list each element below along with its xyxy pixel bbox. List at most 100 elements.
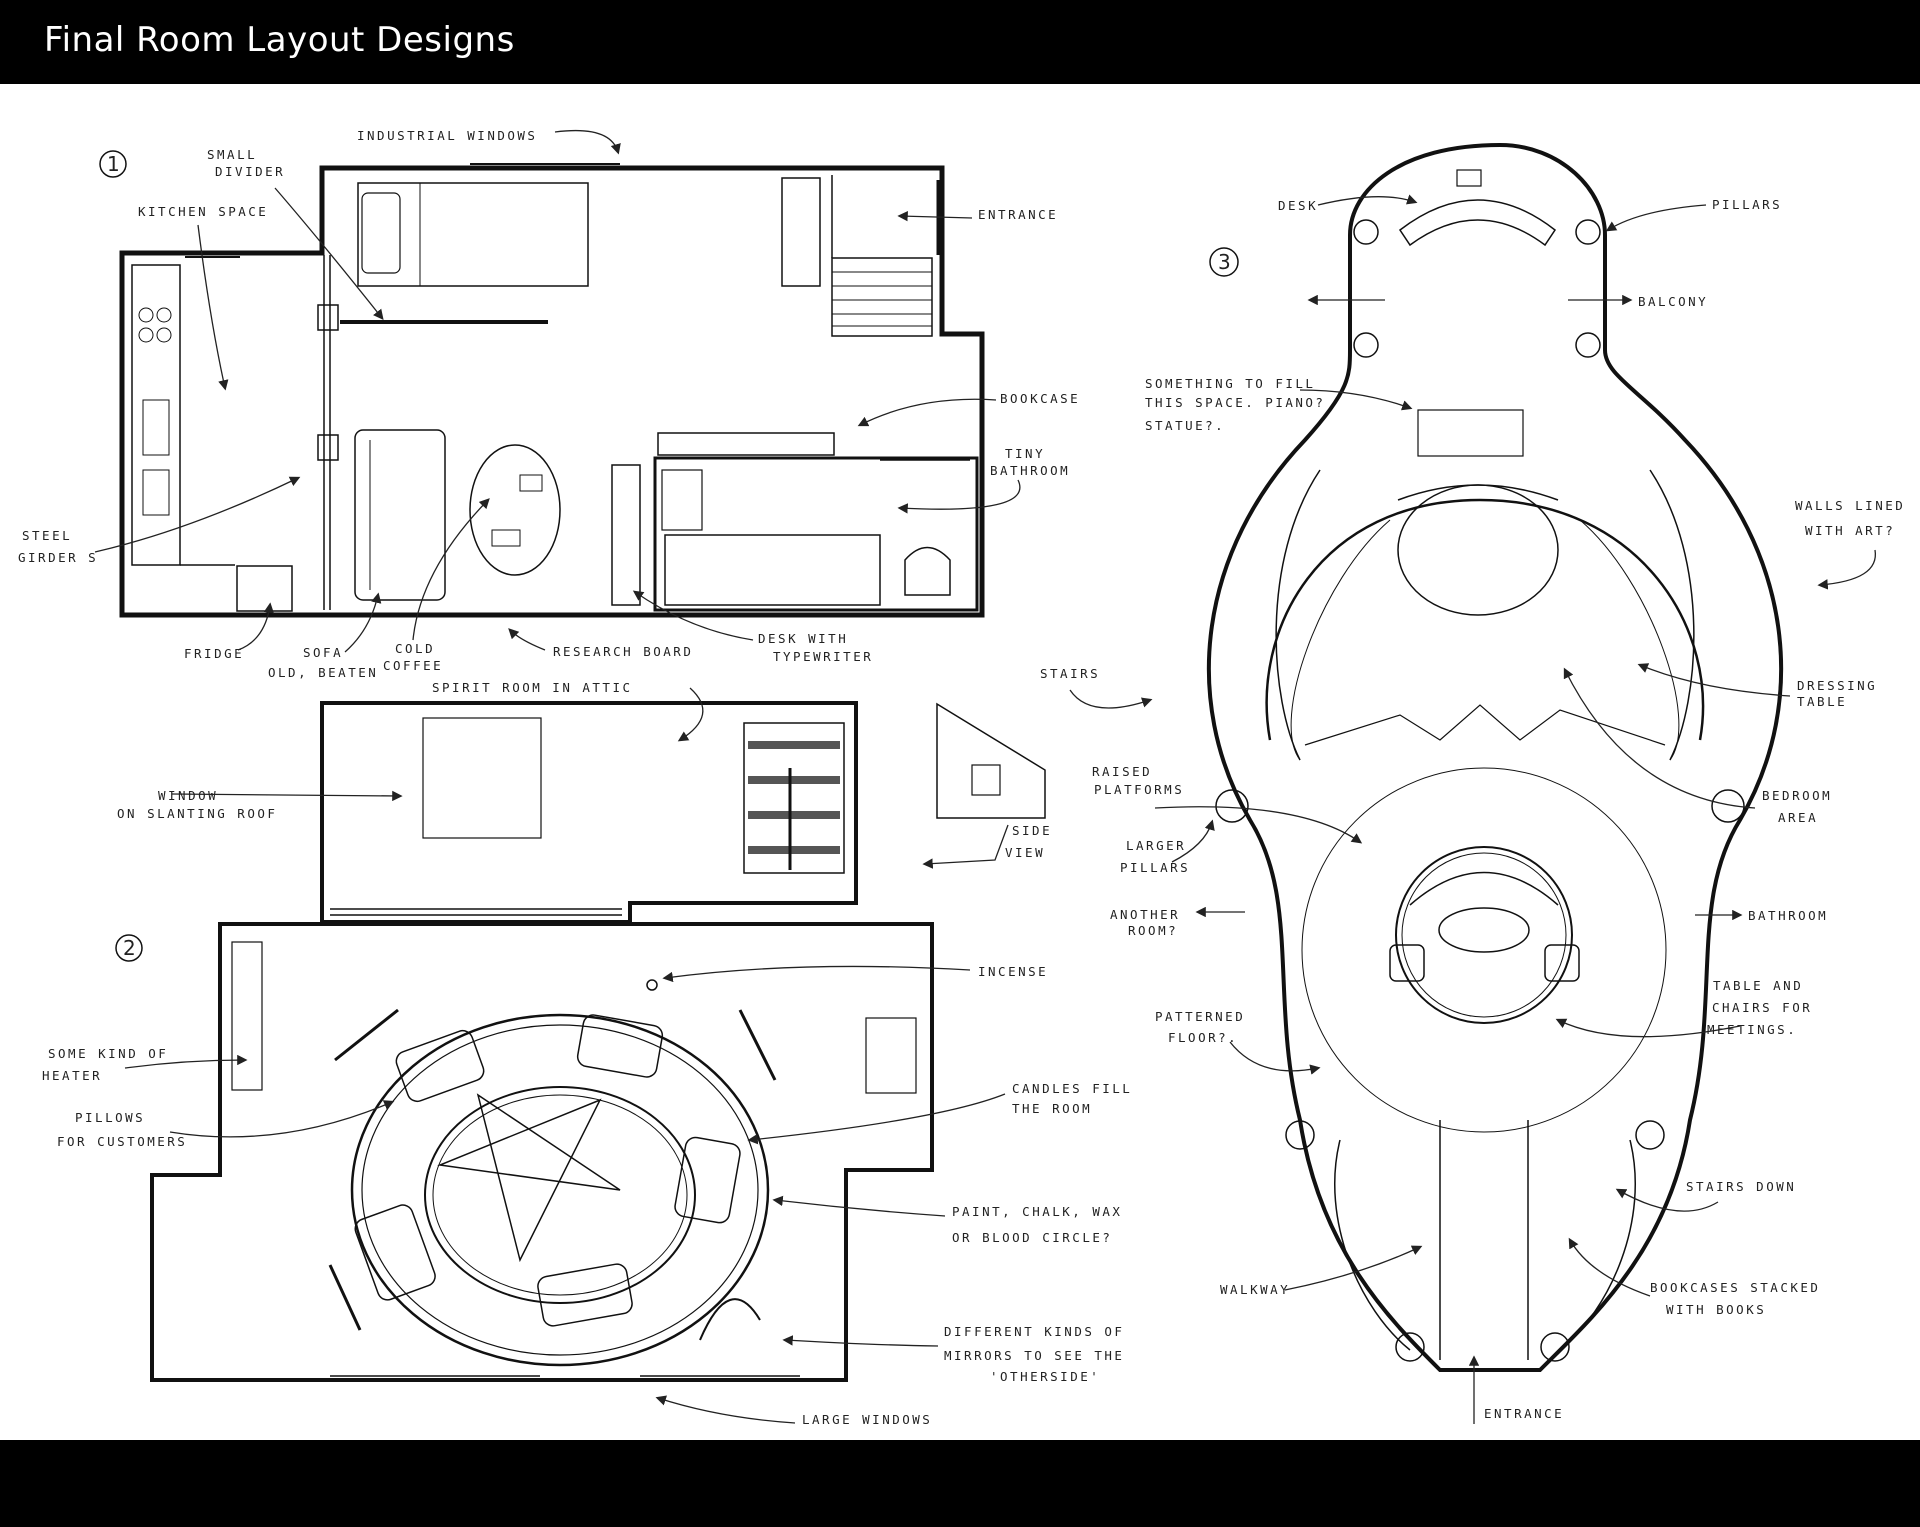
- bed: [1397, 484, 1559, 616]
- kitchen-counter: [131, 264, 181, 566]
- label-tiny-bathroom-2: BATHROOM: [990, 463, 1070, 478]
- meeting-table: [1438, 907, 1530, 953]
- label-balcony: BALCONY: [1638, 294, 1708, 309]
- label-mirrors-2: MIRRORS TO SEE THE: [944, 1348, 1124, 1363]
- mansion-outer-wall: [1206, 142, 1784, 1372]
- label-patterned-1: PATTERNED: [1155, 1009, 1245, 1024]
- spirit-room-walls: [150, 922, 934, 1382]
- plan-1-number-circle: [99, 150, 127, 178]
- label-raised-2: PLATFORMS: [1094, 782, 1184, 797]
- plan-2-spirit-room: [115, 701, 1046, 1382]
- label-dressing-2: TABLE: [1797, 694, 1847, 709]
- plan-1-number: 1: [107, 152, 120, 176]
- plan-1-leader-lines: [94, 129, 1021, 653]
- label-side-view-1: SIDE: [1012, 823, 1052, 838]
- attic-stairs: [743, 722, 845, 874]
- label-circle-2: OR BLOOD CIRCLE?: [952, 1230, 1112, 1245]
- label-table-chairs-2: CHAIRS FOR: [1712, 1000, 1812, 1015]
- label-heater-2: HEATER: [42, 1068, 102, 1083]
- label-stairs: STAIRS: [1040, 666, 1100, 681]
- label-small-divider-1: SMALL: [207, 147, 257, 162]
- label-window-roof-1: WINDOW: [158, 788, 218, 803]
- label-window-roof-2: ON SLANTING ROOF: [117, 806, 277, 821]
- label-candles-1: CANDLES FILL: [1012, 1081, 1132, 1096]
- label-bookcases-1: BOOKCASES STACKED: [1650, 1280, 1820, 1295]
- plan-2-number: 2: [123, 936, 136, 960]
- label-pillars: PILLARS: [1712, 197, 1782, 212]
- title-bar: Final Room Layout Designs: [0, 0, 1920, 84]
- label-bookcase: BOOKCASE: [1000, 391, 1080, 406]
- plan-1-outer-wall: [119, 165, 985, 618]
- label-desk: DESK: [1278, 198, 1318, 213]
- ritual-circle-inner: [424, 1086, 696, 1304]
- label-industrial-windows: INDUSTRIAL WINDOWS: [357, 128, 537, 143]
- label-candles-2: THE ROOM: [1012, 1101, 1092, 1116]
- pentagram: [437, 1093, 621, 1263]
- label-larger-pillars-1: LARGER: [1126, 838, 1186, 853]
- sofa: [354, 429, 446, 601]
- plan-3-mansion: [1206, 142, 1784, 1372]
- label-pillows-2: FOR CUSTOMERS: [57, 1134, 187, 1149]
- research-board: [611, 464, 641, 606]
- ritual-circle-outer: [350, 1013, 770, 1367]
- label-sofa-2: OLD, BEATEN: [268, 665, 378, 680]
- label-bedroom-1: BEDROOM: [1762, 788, 1832, 803]
- label-circle-1: PAINT, CHALK, WAX: [952, 1204, 1122, 1219]
- label-bookcases-2: WITH BOOKS: [1666, 1302, 1766, 1317]
- label-bathroom: BATHROOM: [1748, 908, 1828, 923]
- label-fridge: FRIDGE: [184, 646, 244, 661]
- label-raised-1: RAISED: [1092, 764, 1152, 779]
- label-mirrors-3: 'OTHERSIDE': [990, 1369, 1100, 1384]
- plan-1-labels: INDUSTRIAL WINDOWS SMALL DIVIDER KITCHEN…: [18, 128, 1080, 680]
- label-small-divider-2: DIVIDER: [215, 164, 285, 179]
- label-another-room-2: ROOM?: [1128, 923, 1178, 938]
- label-walls-art-1: WALLS LINED: [1795, 498, 1905, 513]
- label-walls-art-2: WITH ART?: [1805, 523, 1895, 538]
- side-view: [936, 702, 1046, 819]
- raised-platform-edge: [1304, 704, 1666, 746]
- label-pillows-1: PILLOWS: [75, 1110, 145, 1125]
- label-bedroom-2: AREA: [1778, 810, 1818, 825]
- entrance-stairs: [831, 257, 933, 337]
- label-entrance: ENTRANCE: [978, 207, 1058, 222]
- sketch-canvas: 1 2 3 INDUSTRIAL WINDOWS SMALL DIVIDER K…: [0, 84, 1920, 1440]
- piano-placeholder: [1417, 409, 1524, 457]
- label-steel-girders-1: STEEL: [22, 528, 72, 543]
- coffee-table: [469, 444, 561, 576]
- label-tiny-bathroom-1: TINY: [1005, 446, 1045, 461]
- label-research-board: RESEARCH BOARD: [553, 644, 693, 659]
- label-table-chairs-3: MEETINGS.: [1707, 1022, 1797, 1037]
- label-desk-typewriter-1: DESK WITH: [758, 631, 848, 646]
- plan-3-number: 3: [1218, 250, 1231, 274]
- bottom-bar: [0, 1440, 1920, 1527]
- label-larger-pillars-2: PILLARS: [1120, 860, 1190, 875]
- desk-typewriter: [664, 534, 881, 606]
- plan-2-labels: SPIRIT ROOM IN ATTIC WINDOW ON SLANTING …: [42, 680, 1132, 1427]
- label-fill-space-3: STATUE?.: [1145, 418, 1225, 433]
- plan-2-leader-lines: [124, 687, 1009, 1424]
- label-desk-typewriter-2: TYPEWRITER: [773, 649, 873, 664]
- label-cold-coffee-2: COFFEE: [383, 658, 443, 673]
- label-kitchen-space: KITCHEN SPACE: [138, 204, 268, 219]
- upper-gallery-wall: [1265, 498, 1705, 741]
- fridge: [236, 565, 293, 612]
- label-cold-coffee-1: COLD: [395, 641, 435, 656]
- label-table-chairs-1: TABLE AND: [1713, 978, 1803, 993]
- incense-burner: [646, 979, 658, 991]
- desk: [1398, 199, 1557, 247]
- bathroom: [653, 456, 979, 612]
- page-title: Final Room Layout Designs: [44, 20, 515, 60]
- meeting-area: [1395, 846, 1573, 1024]
- roof-window: [422, 717, 542, 839]
- label-dressing-1: DRESSING: [1797, 678, 1877, 693]
- label-steel-girders-2: GIRDER S: [18, 550, 98, 565]
- bookcase: [657, 432, 835, 456]
- label-entrance-3: ENTRANCE: [1484, 1406, 1564, 1421]
- label-walkway: WALKWAY: [1220, 1282, 1290, 1297]
- heater: [231, 941, 263, 1091]
- label-side-view-2: VIEW: [1005, 845, 1045, 860]
- label-stairs-down: STAIRS DOWN: [1686, 1179, 1796, 1194]
- label-heater-1: SOME KIND OF: [48, 1046, 168, 1061]
- label-fill-space-1: SOMETHING TO FILL: [1145, 376, 1315, 391]
- plan-1-apartment: [99, 150, 985, 618]
